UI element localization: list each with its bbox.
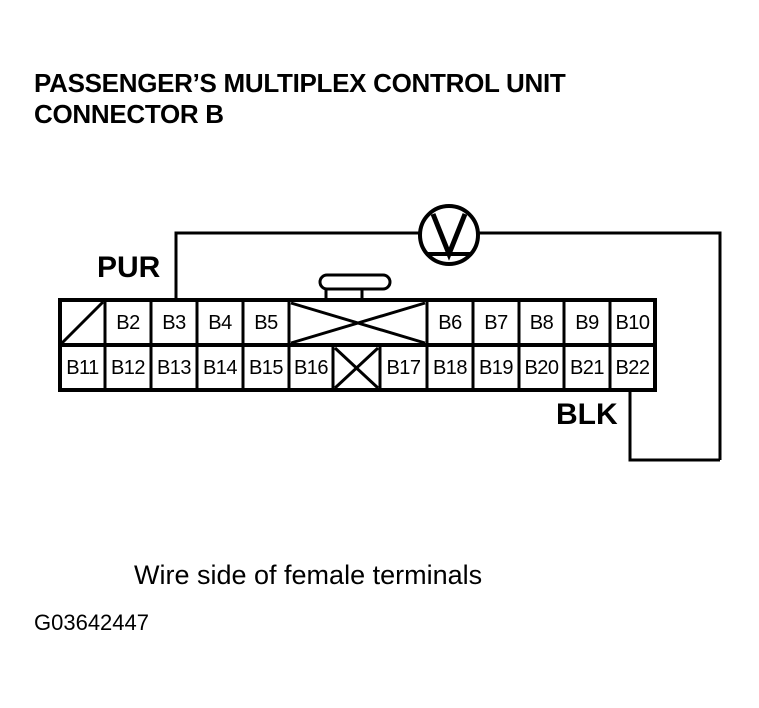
blank-x-mark-2: [333, 346, 380, 390]
pin-label-B2: B2: [116, 312, 140, 334]
pin-label-B19: B19: [478, 357, 514, 379]
pin-label-B12: B12: [110, 357, 146, 379]
pin-label-B16: B16: [293, 357, 329, 379]
pin-label-B5: B5: [254, 312, 278, 334]
wire-label-pur: PUR: [97, 251, 161, 284]
pin-label-B20: B20: [524, 357, 559, 379]
pin-label-B4: B4: [208, 312, 232, 334]
blank-slash-mark: [60, 300, 105, 345]
pin-label-B10: B10: [615, 312, 650, 334]
pin-label-B14: B14: [202, 357, 238, 379]
voltmeter-symbol: [418, 204, 480, 266]
title-line-1: PASSENGER’S MULTIPLEX CONTROL UNIT: [34, 68, 566, 98]
top-row-dividers: [103, 300, 612, 345]
pin-label-B8: B8: [529, 312, 554, 334]
pin-label-B18: B18: [432, 357, 468, 379]
pin-label-B15: B15: [248, 357, 284, 379]
wire-pur-path: [174, 231, 421, 301]
bottom-row-blank-marks: [333, 346, 380, 390]
pin-label-B17: B17: [386, 357, 421, 379]
diagram-caption: Wire side of female terminals: [134, 560, 483, 590]
top-row-blank-marks: [60, 300, 426, 345]
wire-blk-return-path: [478, 231, 722, 460]
figure-id: G03642447: [34, 610, 149, 635]
wire-label-blk: BLK: [556, 398, 618, 431]
connector-latch: [318, 273, 392, 303]
title-line-2: CONNECTOR B: [34, 98, 224, 129]
connector-body: [58, 298, 657, 392]
page-title: PASSENGER’S MULTIPLEX CONTROL UNIT CONNE…: [34, 68, 734, 129]
pin-label-B21: B21: [569, 357, 605, 379]
pin-label-B3: B3: [162, 312, 186, 334]
pin-label-B9: B9: [575, 312, 599, 334]
bottom-row-dividers: [103, 345, 612, 390]
pin-label-B22: B22: [615, 357, 650, 379]
blank-x-wide-mark-2: [290, 301, 426, 345]
latch-cap: [318, 273, 392, 291]
pin-label-B6: B6: [438, 312, 462, 334]
pin-label-B13: B13: [156, 357, 192, 379]
wire-blk-path: [628, 390, 720, 462]
pin-label-B11: B11: [66, 357, 99, 379]
test-lead-wiring: [174, 231, 722, 462]
pin-label-B7: B7: [484, 312, 508, 334]
